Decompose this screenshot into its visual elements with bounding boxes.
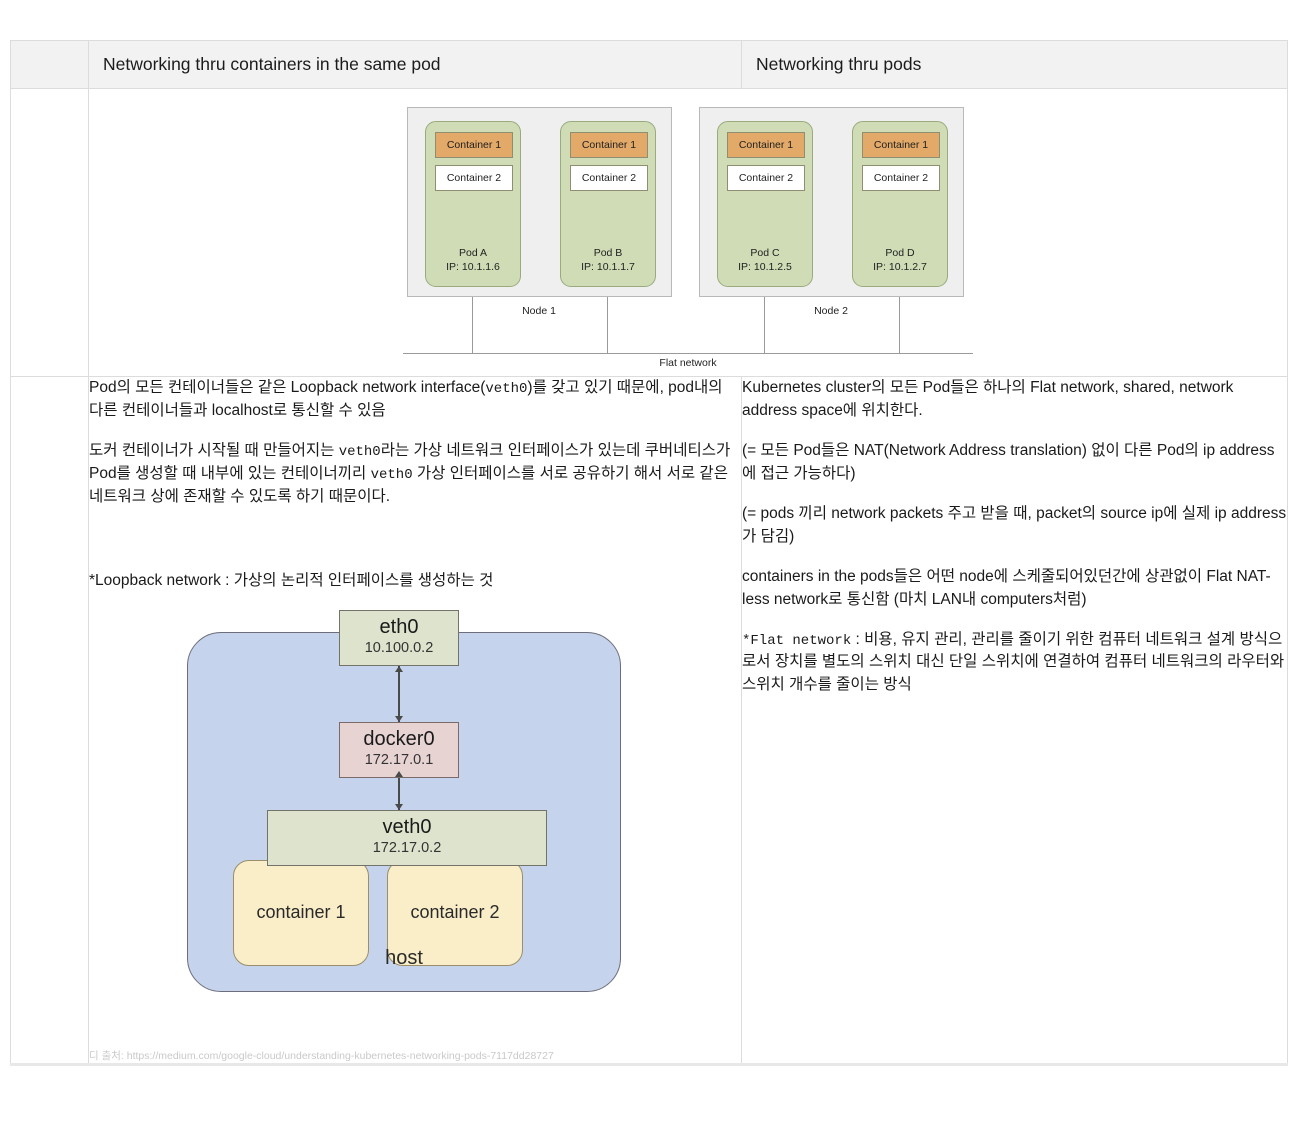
flat-network-label: Flat network: [659, 357, 717, 369]
text-row: Pod의 모든 컨테이너들은 같은 Loopback network inter…: [10, 376, 1288, 1065]
pod-d-name: Pod D: [885, 246, 915, 259]
pod-d-label: Pod D IP: 10.1.2.7: [853, 246, 947, 274]
lp1-part2: )를 갖고 있기 때문에, pod내의 다른 컨테이너들과 localhost로…: [89, 379, 723, 419]
lp1-mono-veth0: veth0: [485, 381, 528, 397]
pod-b-container-2: Container 2: [570, 165, 648, 191]
pod-c-name: Pod C: [750, 246, 780, 259]
comparison-table: Networking thru containers in the same p…: [10, 40, 1288, 1066]
diagram-row-spacer: [10, 88, 89, 377]
veth0-node: veth0 172.17.0.2: [267, 809, 547, 866]
right-paragraph-2: (= 모든 Pod들은 NAT(Network Address translat…: [742, 441, 1275, 482]
right-paragraph-3: (= pods 끼리 network packets 주고 받을 때, pack…: [742, 504, 1287, 545]
lp2-part2: 라는 가상 네트워크 인터페이스가 있는데 쿠버네티스가 Pod를 생성할 때 …: [89, 441, 731, 482]
lp1-part1: Pod의 모든 컨테이너들은 같은 Loopback network inter…: [89, 379, 486, 396]
pod-d: Container 1 Container 2 Pod D IP: 10.1.2…: [852, 121, 948, 287]
docker0-ip: 172.17.0.1: [364, 752, 434, 769]
pod-b-link-line: [607, 297, 608, 354]
text-row-spacer: [10, 376, 89, 1065]
pod-c-link-line: [764, 297, 765, 354]
paragraph-spacer: [89, 526, 741, 570]
pod-c-ip: IP: 10.1.2.5: [738, 260, 792, 273]
pod-a-label: Pod A IP: 10.1.1.6: [426, 246, 520, 274]
loopback-network-note: *Loopback network : 가상의 논리적 인터페이스를 생성하는 …: [89, 571, 494, 589]
left-paragraph-1: Pod의 모든 컨테이너들은 같은 Loopback network inter…: [89, 377, 741, 423]
host-label: host: [385, 946, 423, 969]
table-header-row: Networking thru containers in the same p…: [10, 40, 1288, 89]
host-network-diagram: eth0 10.100.0.2 docker0 172.17.0.1 conta…: [179, 609, 739, 1030]
pod-network-diagram-cell: Container 1 Container 2 Pod A IP: 10.1.1…: [88, 88, 1288, 377]
lp2-mono-veth0-b: veth0: [370, 466, 413, 483]
pod-a-container-1: Container 1: [435, 132, 513, 158]
pod-b: Container 1 Container 2 Pod B IP: 10.1.1…: [560, 121, 656, 287]
eth0-docker0-arrow: [395, 665, 402, 722]
pod-a-link-line: [472, 297, 473, 354]
veth0-name: veth0: [382, 815, 432, 838]
k8s-pod-diagram: Container 1 Container 2 Pod A IP: 10.1.1…: [403, 107, 973, 369]
docker0-node: docker0 172.17.0.1: [339, 721, 459, 778]
docker0-name: docker0: [363, 727, 435, 750]
node-2-label: Node 2: [814, 305, 848, 317]
pod-c: Container 1 Container 2 Pod C IP: 10.1.2…: [717, 121, 813, 287]
pod-c-label: Pod C IP: 10.1.2.5: [718, 246, 812, 274]
left-column-cell: Pod의 모든 컨테이너들은 같은 Loopback network inter…: [88, 376, 742, 1065]
pod-b-label: Pod B IP: 10.1.1.7: [561, 246, 655, 274]
left-paragraph-2: 도커 컨테이너가 시작될 때 만들어지는 veth0라는 가상 네트워크 인터페…: [89, 440, 741, 509]
veth0-ip: 172.17.0.2: [372, 840, 442, 857]
eth0-name: eth0: [379, 615, 419, 638]
pod-a-name: Pod A: [458, 246, 488, 259]
pod-b-ip: IP: 10.1.1.7: [581, 260, 635, 273]
right-paragraph-1: Kubernetes cluster의 모든 Pod들은 하나의 Flat ne…: [742, 379, 1234, 419]
node-box-2: Container 1 Container 2 Pod C IP: 10.1.2…: [699, 107, 964, 297]
rp5-mono-flat-network: *Flat network: [742, 632, 852, 649]
header-containers-same-pod: Networking thru containers in the same p…: [88, 40, 742, 89]
node-box-1: Container 1 Container 2 Pod A IP: 10.1.1…: [407, 107, 672, 297]
diagram-row: Container 1 Container 2 Pod A IP: 10.1.1…: [10, 88, 1288, 377]
pod-d-link-line: [899, 297, 900, 354]
pod-c-container-1: Container 1: [727, 132, 805, 158]
pod-a-container-2: Container 2: [435, 165, 513, 191]
lp2-mono-veth0-a: veth0: [338, 443, 381, 460]
pod-a-ip: IP: 10.1.1.6: [446, 260, 500, 273]
right-paragraph-5: *Flat network : 비용, 유지 관리, 관리를 줄이기 위한 컴퓨…: [742, 629, 1287, 698]
right-paragraph-4: containers in the pods들은 어떤 node에 스케줄되어있…: [742, 567, 1271, 608]
right-column-cell: Kubernetes cluster의 모든 Pod들은 하나의 Flat ne…: [741, 376, 1288, 1065]
rp5-part1: : 비용, 유지 관리, 관리를 줄이기 위한 컴퓨터 네트워크 설계 방식으로…: [742, 630, 1285, 694]
pod-a: Container 1 Container 2 Pod A IP: 10.1.1…: [425, 121, 521, 287]
pod-d-container-1: Container 1: [862, 132, 940, 158]
eth0-node: eth0 10.100.0.2: [339, 609, 459, 666]
host-container-2: container 2: [387, 859, 523, 966]
node-1-label: Node 1: [522, 305, 556, 317]
lp2-part1: 도커 컨테이너가 시작될 때 만들어지는: [89, 441, 339, 459]
lp2-part3: 가상 인터페이스를 서로 공유하기 해서 서로 같은 네트워크 상에 존재할 수…: [89, 464, 728, 505]
pod-d-container-2: Container 2: [862, 165, 940, 191]
header-networking-thru-pods: Networking thru pods: [741, 40, 1288, 89]
source-attribution: 디 출처: https://medium.com/google-cloud/un…: [89, 1049, 554, 1062]
pod-b-container-1: Container 1: [570, 132, 648, 158]
pod-c-container-2: Container 2: [727, 165, 805, 191]
eth0-ip: 10.100.0.2: [364, 640, 434, 657]
docker0-veth0-arrow: [395, 770, 402, 810]
flat-network-line: [403, 353, 973, 354]
header-spacer: [10, 40, 89, 89]
pod-b-name: Pod B: [593, 246, 623, 259]
pod-d-ip: IP: 10.1.2.7: [873, 260, 927, 273]
